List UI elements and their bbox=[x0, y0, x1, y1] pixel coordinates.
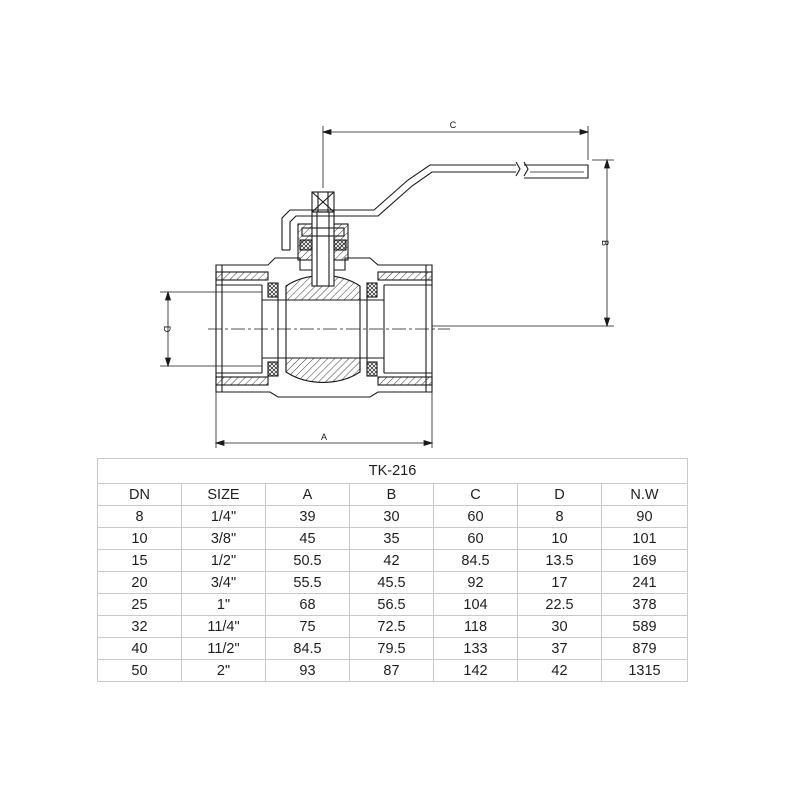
table-cell: 45 bbox=[265, 527, 350, 550]
table-cell: 17 bbox=[517, 571, 602, 594]
table-cell: 39 bbox=[265, 505, 350, 528]
table-cell: 25 bbox=[97, 593, 182, 616]
table-cell: 37 bbox=[517, 637, 602, 660]
table-cell: 13.5 bbox=[517, 549, 602, 572]
header-cell: C bbox=[433, 483, 518, 506]
table-cell: 241 bbox=[601, 571, 688, 594]
table-cell: 60 bbox=[433, 527, 518, 550]
table-cell: 2" bbox=[181, 659, 266, 682]
table-cell: 11/2" bbox=[181, 637, 266, 660]
dimension-d bbox=[160, 290, 262, 368]
table-cell: 92 bbox=[433, 571, 518, 594]
table-cell: 30 bbox=[517, 615, 602, 638]
table-cell: 42 bbox=[517, 659, 602, 682]
table-cell: 84.5 bbox=[433, 549, 518, 572]
table-cell: 104 bbox=[433, 593, 518, 616]
table-cell: 35 bbox=[349, 527, 434, 550]
table-cell: 8 bbox=[97, 505, 182, 528]
table-cell: 589 bbox=[601, 615, 688, 638]
table-cell: 118 bbox=[433, 615, 518, 638]
left-threaded-port bbox=[215, 271, 269, 386]
table-cell: 1/2" bbox=[181, 549, 266, 572]
table-cell: 142 bbox=[433, 659, 518, 682]
table-cell: 1315 bbox=[601, 659, 688, 682]
ball-seats bbox=[267, 282, 378, 377]
table-cell: 3/8" bbox=[181, 527, 266, 550]
table-cell: 10 bbox=[517, 527, 602, 550]
table-cell: 87 bbox=[349, 659, 434, 682]
table-cell: 1/4" bbox=[181, 505, 266, 528]
table-cell: 30 bbox=[349, 505, 434, 528]
table-cell: 60 bbox=[433, 505, 518, 528]
table-cell: 75 bbox=[265, 615, 350, 638]
table-cell: 879 bbox=[601, 637, 688, 660]
table-cell: 42 bbox=[349, 549, 434, 572]
stem-assembly bbox=[297, 211, 349, 287]
header-cell: A bbox=[265, 483, 350, 506]
table-cell: 101 bbox=[601, 527, 688, 550]
table-cell: 3/4" bbox=[181, 571, 266, 594]
table-cell: 40 bbox=[97, 637, 182, 660]
table-cell: 378 bbox=[601, 593, 688, 616]
dimension-a bbox=[214, 392, 434, 448]
header-cell: B bbox=[349, 483, 434, 506]
table-cell: 15 bbox=[97, 549, 182, 572]
table-cell: 55.5 bbox=[265, 571, 350, 594]
handle-nut bbox=[311, 191, 335, 213]
dimension-a-label: A bbox=[321, 432, 327, 442]
bore bbox=[208, 299, 450, 359]
valve-body-outline bbox=[215, 257, 433, 398]
table-cell: 84.5 bbox=[265, 637, 350, 660]
table-header-row: DN SIZE A B C D N.W bbox=[97, 483, 688, 506]
table-cell: 11/4" bbox=[181, 615, 266, 638]
right-threaded-port bbox=[377, 271, 433, 386]
header-cell: N.W bbox=[601, 483, 688, 506]
header-cell: SIZE bbox=[181, 483, 266, 506]
ball-valve-drawing: C B D A bbox=[160, 120, 614, 448]
table-cell: 45.5 bbox=[349, 571, 434, 594]
table-cell: 56.5 bbox=[349, 593, 434, 616]
table-cell: 50.5 bbox=[265, 549, 350, 572]
table-cell: 32 bbox=[97, 615, 182, 638]
table-cell: 93 bbox=[265, 659, 350, 682]
table-title: TK-216 bbox=[97, 458, 688, 484]
table-cell: 20 bbox=[97, 571, 182, 594]
table-cell: 10 bbox=[97, 527, 182, 550]
table-cell: 169 bbox=[601, 549, 688, 572]
table-cell: 133 bbox=[433, 637, 518, 660]
table-cell: 79.5 bbox=[349, 637, 434, 660]
dimension-b bbox=[432, 158, 614, 328]
header-cell: D bbox=[517, 483, 602, 506]
header-cell: DN bbox=[97, 483, 182, 506]
table-cell: 22.5 bbox=[517, 593, 602, 616]
table-cell: 72.5 bbox=[349, 615, 434, 638]
dimension-b-label: B bbox=[600, 240, 610, 246]
table-cell: 68 bbox=[265, 593, 350, 616]
lever-handle bbox=[281, 161, 589, 251]
table-cell: 8 bbox=[517, 505, 602, 528]
table-title-row: TK-216 bbox=[97, 458, 688, 484]
table-cell: 90 bbox=[601, 505, 688, 528]
table-cell: 1" bbox=[181, 593, 266, 616]
dimension-c bbox=[321, 126, 590, 188]
table-cell: 50 bbox=[97, 659, 182, 682]
dimension-d-label: D bbox=[162, 326, 172, 333]
dimension-c-label: C bbox=[450, 120, 457, 130]
